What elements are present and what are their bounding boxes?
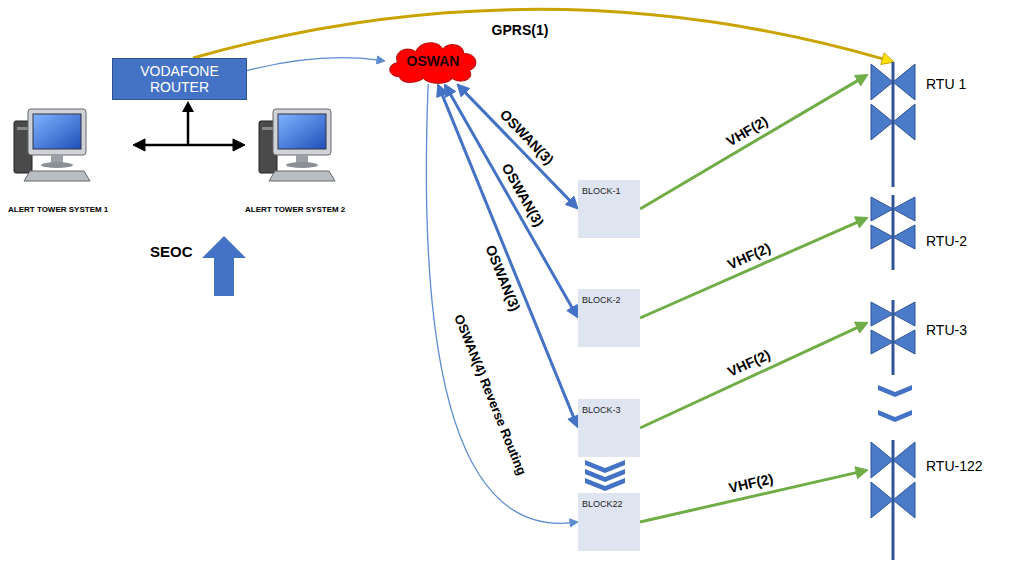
arrow-head [565, 196, 578, 209]
connector-line [640, 79, 860, 209]
arrow-head [377, 56, 385, 64]
cloud-node: OSWAN [385, 38, 481, 84]
pc-node: ALERT TOWER SYSTEM 2 [245, 105, 370, 225]
connector-label: VHF(2) [723, 346, 774, 381]
rtu-node: RTU-2 [868, 195, 988, 270]
router-node: VODAFONE ROUTER [112, 58, 247, 100]
block-label: BLOCK-1 [582, 186, 636, 196]
router-link-line [187, 110, 190, 145]
rtu-node: RTU-3 [868, 300, 998, 375]
antenna-icon [868, 300, 918, 375]
arrow-head [133, 139, 145, 151]
arrow-head [855, 75, 868, 86]
computer-label: ALERT TOWER SYSTEM 2 [245, 205, 345, 214]
block-label: BLOCK22 [582, 499, 636, 509]
antenna-icon [868, 62, 918, 187]
block-continuation-chevrons [585, 460, 625, 491]
connector-line [640, 327, 859, 428]
connector-label: GPRS(1) [490, 22, 551, 38]
arrow-head [437, 84, 448, 97]
block-label: BLOCK-2 [582, 295, 636, 305]
connector-label: OSWAN(4) Reverse Routing [450, 310, 531, 479]
block-node: BLOCK22 [578, 493, 640, 551]
block-node: BLOCK-3 [578, 399, 640, 457]
connector-label: VHF(2) [723, 239, 774, 273]
arrow-head [855, 467, 868, 479]
block-label: BLOCK-3 [582, 405, 636, 415]
rtu-label: RTU 1 [926, 76, 966, 92]
computer-label: ALERT TOWER SYSTEM 1 [8, 205, 108, 214]
network-label: OSWAN [407, 53, 460, 69]
rtu-node: RTU-122 [868, 440, 998, 560]
arrow-head [570, 519, 578, 527]
rtu-label: RTU-122 [926, 458, 983, 474]
computer-icon [12, 105, 92, 185]
rtu-label: RTU-2 [926, 233, 967, 249]
arrow-head [855, 322, 868, 333]
arrow-head [855, 217, 868, 228]
connector-line [247, 58, 379, 71]
antenna-icon [868, 195, 918, 270]
connector-label: OSWAN(3) [495, 105, 558, 169]
connector-line [143, 144, 236, 147]
arrow-head [233, 139, 245, 151]
computer-icon [257, 105, 337, 185]
antenna-icon [868, 440, 918, 560]
block-node: BLOCK-2 [578, 289, 640, 347]
router-link-head [182, 101, 194, 112]
router-label: VODAFONE ROUTER [117, 63, 242, 95]
connector-line [193, 9, 885, 59]
rtu-label: RTU-3 [926, 322, 967, 338]
arrow-head [445, 84, 456, 97]
connector-line [640, 221, 859, 318]
area-label: SEOC [150, 243, 193, 260]
connector-line [441, 93, 574, 419]
connector-line [426, 84, 571, 523]
seoc-arrow [202, 236, 246, 296]
arrow-head [457, 84, 470, 97]
rtu-continuation-chevrons [878, 385, 912, 422]
pc-node: ALERT TOWER SYSTEM 1 [8, 105, 133, 225]
rtu-node: RTU 1 [868, 62, 998, 187]
block-node: BLOCK-1 [578, 180, 640, 238]
arrow-head [567, 305, 578, 318]
